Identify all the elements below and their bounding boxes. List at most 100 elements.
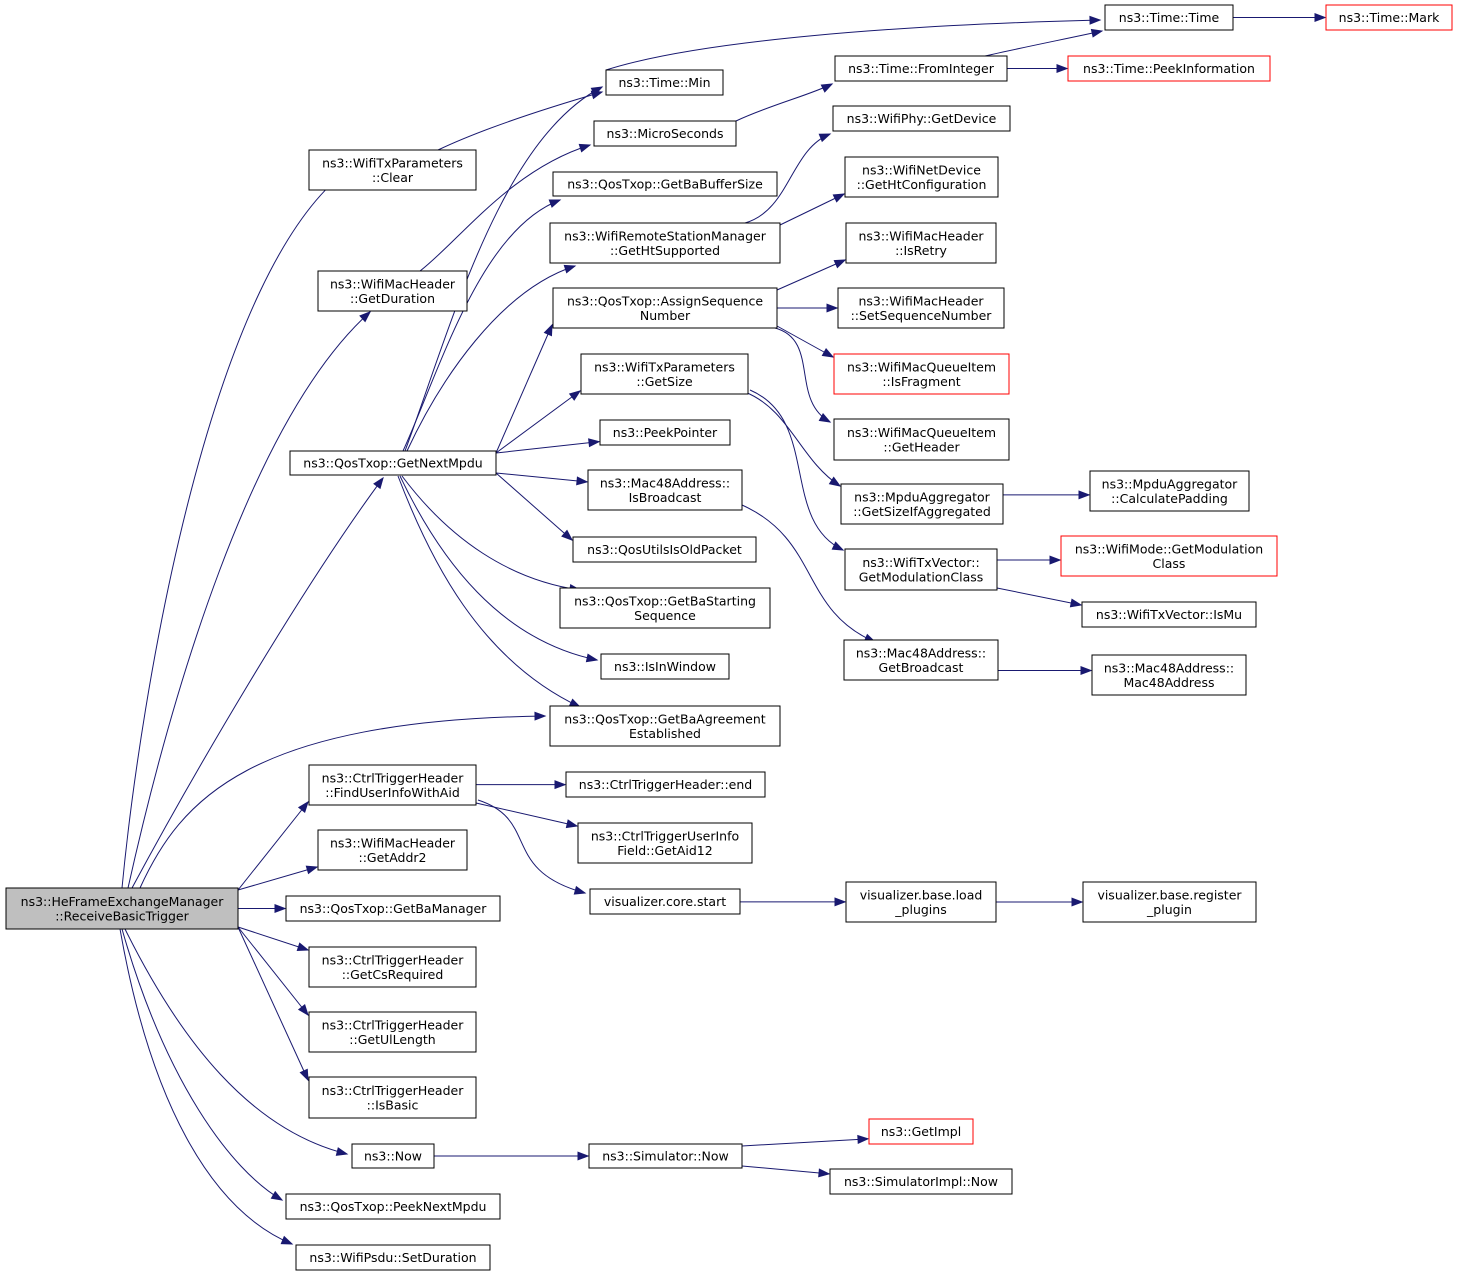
node-box[interactable] (317, 270, 468, 312)
node-getbabuffersize[interactable]: ns3::QosTxop::GetBaBufferSize (552, 171, 778, 197)
node-box[interactable] (308, 946, 477, 988)
node-box[interactable] (559, 587, 771, 629)
node-wifiphy_getdevice[interactable]: ns3::WifiPhy::GetDevice (832, 105, 1011, 132)
node-gethtconfig[interactable]: ns3::WifiNetDevice::GetHtConfiguration (844, 156, 999, 198)
node-getcsrequired[interactable]: ns3::CtrlTriggerHeader::GetCsRequired (308, 946, 477, 988)
node-box[interactable] (1325, 4, 1453, 31)
node-box[interactable] (833, 418, 1010, 461)
node-box[interactable] (843, 639, 999, 681)
node-isretry[interactable]: ns3::WifiMacHeader::IsRetry (845, 222, 997, 264)
node-box[interactable] (308, 1011, 477, 1053)
node-ismu[interactable]: ns3::WifiTxVector::IsMu (1081, 601, 1257, 628)
node-setseqnum[interactable]: ns3::WifiMacHeader::SetSequenceNumber (837, 287, 1005, 329)
node-box[interactable] (844, 548, 998, 591)
node-box[interactable] (580, 353, 749, 395)
node-peeknextmpdu[interactable]: ns3::QosTxop::PeekNextMpdu (285, 1193, 501, 1220)
node-isfragment[interactable]: ns3::WifiMacQueueItem::IsFragment (833, 353, 1010, 395)
node-box[interactable] (840, 483, 1004, 525)
node-box[interactable] (868, 1118, 974, 1145)
node-getimpl[interactable]: ns3::GetImpl (868, 1118, 974, 1145)
node-box[interactable] (1089, 470, 1250, 512)
node-box[interactable] (832, 105, 1011, 132)
node-box[interactable] (317, 829, 468, 871)
node-getbamanager[interactable]: ns3::QosTxop::GetBaManager (285, 895, 501, 922)
node-box[interactable] (308, 1076, 477, 1119)
node-box[interactable] (285, 895, 501, 922)
node-isinwindow[interactable]: ns3::IsInWindow (600, 653, 730, 680)
node-setduration[interactable]: ns3::WifiPsdu::SetDuration (295, 1244, 491, 1271)
node-ctrl_end[interactable]: ns3::CtrlTriggerHeader::end (565, 771, 766, 798)
node-box[interactable] (589, 888, 741, 915)
node-sim_now[interactable]: ns3::Simulator::Now (588, 1143, 743, 1169)
node-box[interactable] (1060, 535, 1278, 577)
node-loadplugins[interactable]: visualizer.base.load_plugins (845, 881, 997, 923)
node-box[interactable] (588, 1143, 743, 1169)
node-box[interactable] (1091, 654, 1247, 696)
node-microseconds[interactable]: ns3::MicroSeconds (593, 120, 737, 147)
node-box[interactable] (308, 149, 477, 191)
node-box[interactable] (1104, 4, 1234, 31)
node-now[interactable]: ns3::Now (351, 1143, 435, 1169)
node-box[interactable] (1081, 601, 1257, 628)
node-getmodclass[interactable]: ns3::WifiTxVector::GetModulationClass (844, 548, 998, 591)
node-simimpl_now[interactable]: ns3::SimulatorImpl::Now (829, 1168, 1013, 1195)
node-box[interactable] (552, 171, 778, 197)
node-getaddr2[interactable]: ns3::WifiMacHeader::GetAddr2 (317, 829, 468, 871)
node-box[interactable] (577, 822, 753, 864)
node-box[interactable] (605, 69, 724, 96)
node-box[interactable] (845, 881, 997, 923)
node-isbasic[interactable]: ns3::CtrlTriggerHeader::IsBasic (308, 1076, 477, 1119)
node-box[interactable] (833, 353, 1010, 395)
node-box[interactable] (1082, 881, 1257, 923)
node-getnextmpdu[interactable]: ns3::QosTxop::GetNextMpdu (289, 450, 497, 476)
node-box[interactable] (1067, 55, 1271, 82)
node-root[interactable]: ns3::HeFrameExchangeManager::ReceiveBasi… (5, 887, 239, 930)
node-box[interactable] (308, 764, 477, 806)
node-box[interactable] (829, 1168, 1013, 1195)
node-box[interactable] (599, 419, 731, 446)
node-machdr_getduration[interactable]: ns3::WifiMacHeader::GetDuration (317, 270, 468, 312)
node-box[interactable] (351, 1143, 435, 1169)
node-calcpadding[interactable]: ns3::MpduAggregator::CalculatePadding (1089, 470, 1250, 512)
node-finduserinfo[interactable]: ns3::CtrlTriggerHeader::FindUserInfoWith… (308, 764, 477, 806)
node-box[interactable] (587, 469, 743, 511)
node-box[interactable] (565, 771, 766, 798)
node-box[interactable] (572, 536, 757, 563)
node-box[interactable] (5, 887, 239, 930)
node-box[interactable] (552, 287, 778, 329)
node-getbroadcast[interactable]: ns3::Mac48Address::GetBroadcast (843, 639, 999, 681)
node-viz_start[interactable]: visualizer.core.start (589, 888, 741, 915)
node-txp_clear[interactable]: ns3::WifiTxParameters::Clear (308, 149, 477, 191)
node-getheader[interactable]: ns3::WifiMacQueueItem::GetHeader (833, 418, 1010, 461)
node-box[interactable] (593, 120, 737, 147)
node-frominteger[interactable]: ns3::Time::FromInteger (834, 55, 1008, 82)
node-box[interactable] (289, 450, 497, 476)
node-qosutilsisold[interactable]: ns3::QosUtilsIsOldPacket (572, 536, 757, 563)
node-box[interactable] (549, 222, 781, 264)
node-txp_getsize[interactable]: ns3::WifiTxParameters::GetSize (580, 353, 749, 395)
node-box[interactable] (549, 705, 781, 747)
node-peekinfo[interactable]: ns3::Time::PeekInformation (1067, 55, 1271, 82)
node-box[interactable] (844, 156, 999, 198)
node-box[interactable] (285, 1193, 501, 1220)
node-getsizeifagg[interactable]: ns3::MpduAggregator::GetSizeIfAggregated (840, 483, 1004, 525)
node-gethtsupported[interactable]: ns3::WifiRemoteStationManager::GetHtSupp… (549, 222, 781, 264)
node-box[interactable] (845, 222, 997, 264)
node-box[interactable] (834, 55, 1008, 82)
node-time_min[interactable]: ns3::Time::Min (605, 69, 724, 96)
node-getullength[interactable]: ns3::CtrlTriggerHeader::GetUlLength (308, 1011, 477, 1053)
node-box[interactable] (295, 1244, 491, 1271)
node-box[interactable] (600, 653, 730, 680)
node-isbroadcast[interactable]: ns3::Mac48Address::IsBroadcast (587, 469, 743, 511)
node-registerplugin[interactable]: visualizer.base.register_plugin (1082, 881, 1257, 923)
node-time_time[interactable]: ns3::Time::Time (1104, 4, 1234, 31)
node-time_mark[interactable]: ns3::Time::Mark (1325, 4, 1453, 31)
node-wifimode_getmod[interactable]: ns3::WifiMode::GetModulationClass (1060, 535, 1278, 577)
node-mac48address[interactable]: ns3::Mac48Address::Mac48Address (1091, 654, 1247, 696)
node-box[interactable] (837, 287, 1005, 329)
node-peekpointer[interactable]: ns3::PeekPointer (599, 419, 731, 446)
